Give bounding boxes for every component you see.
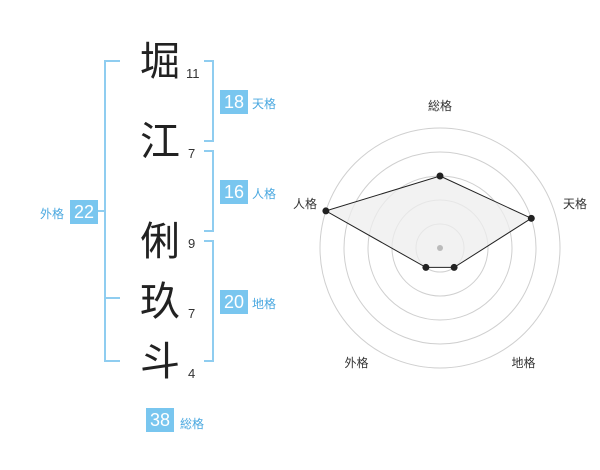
radar-point-1 xyxy=(436,172,444,180)
radar-point-3 xyxy=(450,263,458,271)
chikaku-value: 20 xyxy=(220,290,248,314)
name-character-2: 江 xyxy=(140,119,180,165)
gaikaku-bracket-tick xyxy=(104,297,120,299)
soukaku-value: 38 xyxy=(146,408,174,432)
radar-ring xyxy=(343,151,537,345)
stroke-count-3: 9 xyxy=(188,236,196,251)
tenkaku-label: 天格 xyxy=(252,97,277,111)
radar-center xyxy=(437,245,443,251)
tenkaku-bracket xyxy=(204,60,214,142)
radar-point-2 xyxy=(527,214,535,222)
radar-axis-label: 天格 xyxy=(563,196,587,211)
name-character-1: 堀 xyxy=(140,39,180,85)
gaikaku-connector xyxy=(96,210,106,212)
gaikaku-label: 外格 xyxy=(40,207,65,221)
radar-axis-label: 外格 xyxy=(345,355,369,370)
stroke-count-5: 4 xyxy=(188,366,196,381)
chikaku-label: 地格 xyxy=(252,297,277,311)
chikaku-bracket xyxy=(204,240,214,362)
stroke-count-4: 7 xyxy=(188,306,196,321)
radar-axis-label: 人格 xyxy=(293,196,317,211)
radar-polygon xyxy=(324,175,533,268)
radar-axis-label: 地格 xyxy=(511,355,535,370)
jinkaku-value: 16 xyxy=(220,180,248,204)
jinkaku-bracket xyxy=(204,150,214,232)
radar-ring xyxy=(319,127,561,369)
stroke-count-1: 11 xyxy=(186,66,200,81)
soukaku-label: 総格 xyxy=(180,417,205,431)
radar-axis-label: 総格 xyxy=(428,98,452,113)
jinkaku-label: 人格 xyxy=(252,187,277,201)
name-character-4: 玖 xyxy=(140,279,180,325)
gaikaku-value: 22 xyxy=(70,200,98,224)
radar-point-5 xyxy=(322,207,330,215)
tenkaku-value: 18 xyxy=(220,90,248,114)
name-character-3: 俐 xyxy=(140,219,180,265)
stroke-count-2: 7 xyxy=(188,146,196,161)
radar-point-4 xyxy=(422,263,430,271)
name-character-5: 斗 xyxy=(140,339,180,385)
